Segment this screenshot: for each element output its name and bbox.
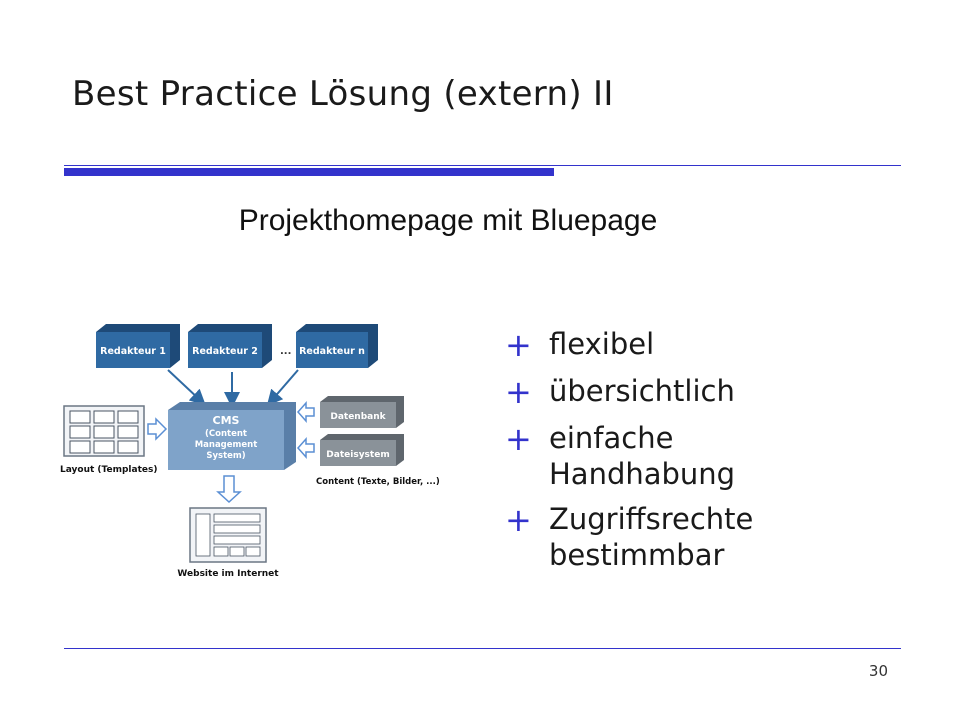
bullet-list: + flexibel + übersichtlich + einfache Ha… (505, 326, 905, 582)
layout-to-cms-arrow (147, 417, 168, 441)
bullet-text: flexibel (549, 327, 655, 361)
cms-line-1: (Content (205, 429, 247, 439)
plus-icon: + (505, 326, 532, 364)
filesystem-label: Dateisystem (326, 450, 389, 460)
editor-arrows (167, 369, 299, 408)
database-box: Datenbank (320, 396, 404, 428)
plus-icon: + (505, 373, 532, 411)
cms-line-2: Management (195, 440, 258, 450)
bullet-item: + einfache Handhabung (505, 420, 905, 492)
cms-to-website-arrow (216, 475, 242, 504)
bullet-item: + flexibel (505, 326, 905, 364)
page-number: 30 (868, 662, 888, 680)
footer-rule (64, 648, 901, 649)
title-rule-thick (64, 168, 554, 176)
editor-2-label: Redakteur 2 (192, 346, 258, 357)
slide-subtitle: Projekthomepage mit Bluepage (238, 204, 658, 237)
cms-box: CMS (Content Management System) (168, 402, 296, 470)
cms-line-3: System) (206, 451, 245, 461)
cms-title: CMS (213, 414, 240, 427)
editor-ellipsis: ... (280, 346, 291, 357)
cms-diagram: Redakteur 1 Redakteur 2 ... Redakteur n (60, 322, 460, 582)
editor-n-label: Redakteur n (299, 346, 365, 357)
bullet-item: + Zugriffsrechte bestimmbar (505, 501, 905, 573)
slide-title: Best Practice Lösung (extern) II (72, 74, 614, 114)
editor-2-box: Redakteur 2 (188, 324, 272, 368)
title-rule-thin (64, 165, 901, 166)
website-graphic (189, 507, 267, 563)
website-label: Website im Internet (177, 569, 279, 579)
bullet-text: einfache Handhabung (549, 421, 736, 491)
storage-arrows (296, 401, 315, 459)
editor-1-box: Redakteur 1 (96, 324, 180, 368)
bullet-text: Zugriffsrechte bestimmbar (549, 502, 754, 572)
cms-diagram-svg: Redakteur 1 Redakteur 2 ... Redakteur n (60, 324, 440, 579)
editor-1-label: Redakteur 1 (100, 346, 166, 357)
layout-templates-graphic (63, 405, 145, 457)
bullet-item: + übersichtlich (505, 373, 905, 411)
arrow-editor-1 (167, 369, 206, 406)
plus-icon: + (505, 501, 532, 539)
plus-icon: + (505, 420, 532, 458)
content-label: Content (Texte, Bilder, ...) (316, 477, 440, 487)
bullet-text: übersichtlich (549, 374, 735, 408)
arrow-editor-n (266, 369, 299, 407)
filesystem-box: Dateisystem (320, 434, 404, 466)
editor-n-box: Redakteur n (296, 324, 378, 368)
layout-label: Layout (Templates) (60, 465, 157, 475)
database-label: Datenbank (330, 412, 386, 422)
